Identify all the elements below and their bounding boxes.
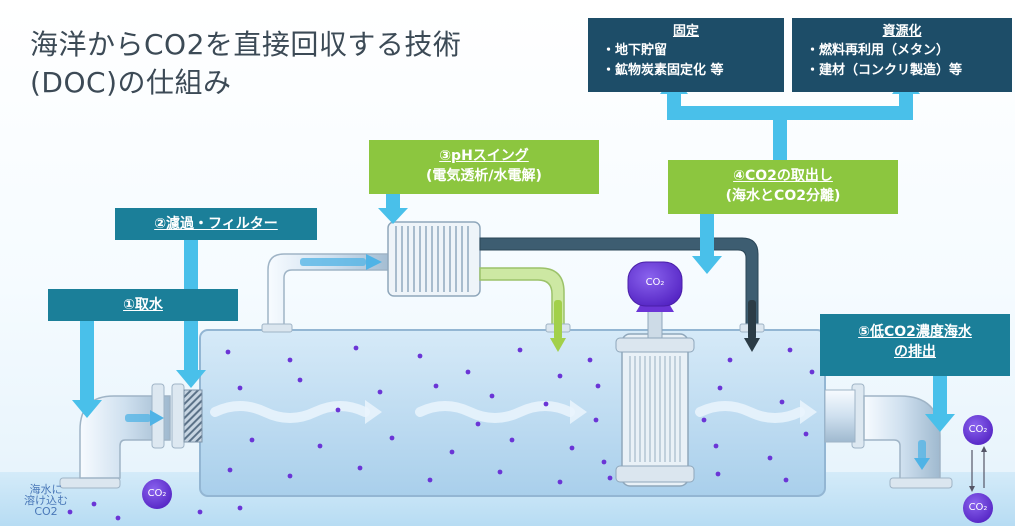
resource-box: 資源化 ・燃料再利用（メタン） ・建材（コンクリ製造）等	[792, 18, 1012, 92]
fixation-item-1: ・地下貯留	[602, 43, 668, 58]
co2-particle	[543, 401, 549, 407]
co2-particle	[67, 509, 73, 515]
co2-particle	[787, 347, 793, 353]
step-discharge-box: ⑤低CO2濃度海水 の排出	[820, 314, 1010, 376]
co2-particle	[449, 449, 455, 455]
step-extraction-subtitle: (海水とCO2分離)	[725, 188, 841, 204]
co2-particle	[237, 385, 243, 391]
step-filter-label: ②濾過・フィルター	[154, 216, 278, 232]
fixation-heading: 固定	[672, 24, 699, 39]
co2-particle	[377, 389, 383, 395]
ph-swing-unit	[387, 221, 481, 297]
co2-particle	[297, 377, 303, 383]
step-ph-swing-box: ③pHスイング (電気透析/水電解)	[369, 140, 599, 194]
step-extraction-box: ④CO2の取出し (海水とCO2分離)	[668, 160, 898, 214]
co2-particle	[317, 443, 323, 449]
co2-particle	[727, 357, 733, 363]
co2-particle	[475, 421, 481, 427]
co2-sea-label: CO₂	[147, 488, 167, 499]
co2-particle	[197, 509, 203, 515]
co2-particle	[353, 345, 359, 351]
step-intake-label: ①取水	[123, 297, 163, 313]
co2-particle	[287, 473, 293, 479]
filter-mesh	[183, 389, 203, 443]
co2-particle	[91, 501, 97, 507]
page-title: 海洋からCO2を直接回収する技術 (DOC)の仕組み	[30, 26, 510, 102]
co2-particle	[249, 437, 255, 443]
dissolved-co2-line-1: 海水に	[29, 483, 63, 496]
resource-item-1: ・燃料再利用（メタン）	[806, 43, 950, 58]
co2-particle	[783, 477, 789, 483]
co2-particle	[587, 357, 593, 363]
co2-separation-column	[615, 261, 695, 487]
co2-particle	[417, 353, 423, 359]
dissolved-co2-line-2: 溶け込む	[24, 494, 68, 507]
co2-particle	[595, 383, 601, 389]
step-ph-swing-subtitle: (電気透析/水電解)	[426, 168, 542, 184]
co2-particle	[601, 459, 607, 465]
co2-particle	[713, 443, 719, 449]
dissolved-co2-line-3: CO2	[34, 505, 58, 518]
title-line-2: (DOC)の仕組み	[30, 66, 232, 99]
resource-heading: 資源化	[882, 24, 922, 39]
co2-particle	[569, 445, 575, 451]
co2-particle	[557, 479, 563, 485]
co2-particle	[767, 455, 773, 461]
co2-particle	[557, 373, 563, 379]
step-filter-box: ②濾過・フィルター	[115, 208, 317, 240]
co2-particle	[357, 465, 363, 471]
co2-particle	[809, 369, 815, 375]
step-discharge-title: ⑤低CO2濃度海水	[858, 324, 972, 340]
co2-particle	[701, 417, 707, 423]
co2-particle	[227, 467, 233, 473]
fixation-item-2: ・鉱物炭素固定化 等	[602, 63, 724, 78]
co2-particle	[607, 475, 613, 481]
co2-particle	[593, 417, 599, 423]
co2-particle	[427, 477, 433, 483]
co2-particle	[489, 393, 495, 399]
co2-particle	[803, 431, 809, 437]
co2-particle	[433, 383, 439, 389]
co2-bubbles	[142, 415, 993, 523]
co2-particle	[225, 349, 231, 355]
resource-item-2: ・建材（コンクリ製造）等	[806, 63, 963, 78]
title-line-1: 海洋からCO2を直接回収する技術	[30, 28, 462, 61]
co2-particle	[779, 399, 785, 405]
step-extraction-title: ④CO2の取出し	[733, 168, 833, 184]
dissolved-co2-label: 海水に 溶け込む CO2	[20, 484, 72, 517]
co2-outlet-label-bottom: CO₂	[968, 502, 988, 513]
co2-outlet-label-top: CO₂	[968, 424, 988, 435]
co2-particle	[335, 407, 341, 413]
process-arrows	[72, 76, 955, 432]
step-ph-swing-title: ③pHスイング	[439, 148, 529, 164]
co2-particle	[237, 505, 243, 511]
co2-particle	[517, 347, 523, 353]
co2-particle	[509, 437, 515, 443]
co2-particle	[287, 357, 293, 363]
co2-tank-label: CO₂	[645, 277, 665, 288]
co2-particle	[465, 369, 471, 375]
co2-particle	[115, 515, 121, 521]
co2-particle	[717, 385, 723, 391]
co2-particles	[67, 345, 815, 521]
step-intake-box: ①取水	[48, 289, 238, 321]
step-discharge-subtitle: の排出	[894, 344, 936, 360]
fixation-box: 固定 ・地下貯留 ・鉱物炭素固定化 等	[588, 18, 784, 92]
co2-particle	[497, 469, 503, 475]
co2-rich-pipe	[479, 237, 765, 333]
recirculation-pipe	[261, 253, 396, 333]
co2-particle	[715, 471, 721, 477]
co2-particle	[389, 435, 395, 441]
